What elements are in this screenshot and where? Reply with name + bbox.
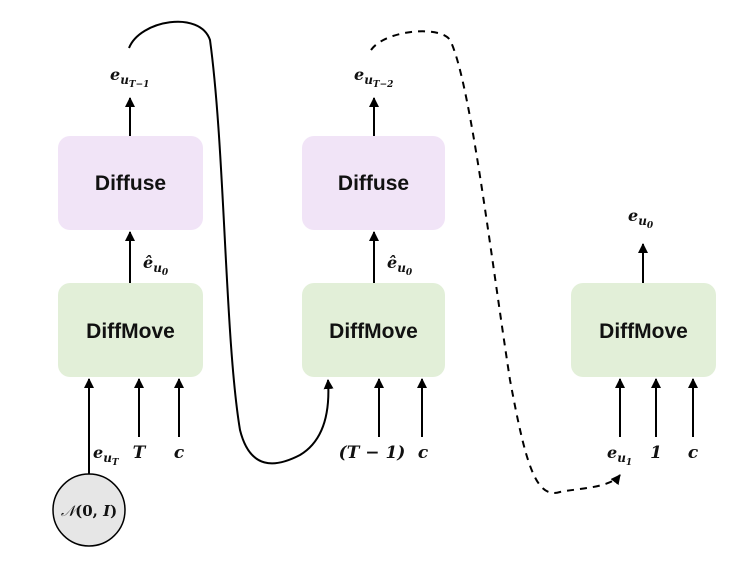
input-label-c-3: c [688, 443, 699, 463]
intermediate-label-1: êu0 [143, 253, 169, 278]
diffuse-box-2-label: Diffuse [338, 172, 409, 195]
diffmove-box-1 [58, 283, 203, 377]
block-2: Diffuse DiffMove euT−2 êu0 (T − 1) c [302, 65, 445, 463]
diffmove-box-3 [571, 283, 716, 377]
diffuse-box-2 [302, 136, 445, 230]
output-label-1: euT−1 [110, 65, 149, 90]
diffuse-box-1 [58, 136, 203, 230]
dashed-connector-curve [370, 30, 621, 494]
noise-source-label: 𝒩(0, I) [61, 502, 118, 520]
noise-source-circle [52, 473, 126, 547]
solid-connector-curve [128, 20, 334, 465]
output-label-3: eu0 [628, 206, 654, 231]
output-label-2: euT−2 [354, 65, 393, 90]
block-1: Diffuse DiffMove euT−1 êu0 euT T c 𝒩(0, … [52, 65, 203, 547]
input-label-T: T [133, 443, 147, 463]
diffmove-box-2 [302, 283, 445, 377]
input-label-c-1: c [174, 443, 185, 463]
input-label-T-minus-1: (T − 1) [339, 443, 406, 463]
diffmove-box-1-label: DiffMove [86, 320, 175, 343]
block-3: DiffMove eu0 eu1 1 c [571, 206, 716, 468]
diffmove-box-2-label: DiffMove [329, 320, 418, 343]
input-label-1: 1 [650, 443, 662, 463]
diffmove-box-3-label: DiffMove [599, 320, 688, 343]
input-label-e-u1: eu1 [607, 443, 632, 468]
input-label-e-uT: euT [93, 443, 120, 468]
diffuse-box-1-label: Diffuse [95, 172, 166, 195]
input-label-c-2: c [418, 443, 429, 463]
intermediate-label-2: êu0 [387, 253, 413, 278]
